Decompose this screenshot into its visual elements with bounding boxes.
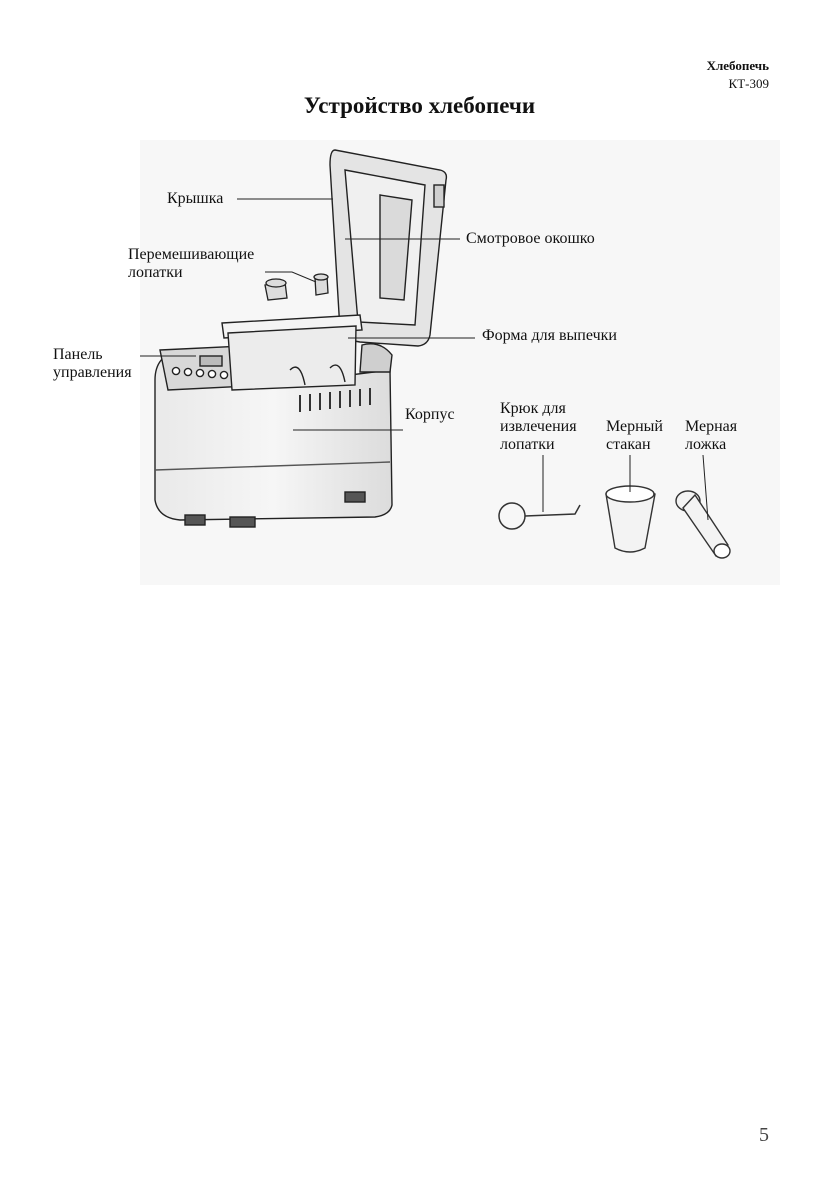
- label-cup-line1: Мерный: [606, 418, 663, 435]
- label-pan: Форма для выпечки: [482, 327, 617, 344]
- label-hook-line1: Крюк для: [500, 400, 566, 417]
- page-number: 5: [759, 1124, 769, 1147]
- label-lid: Крышка: [167, 190, 223, 207]
- label-body: Корпус: [405, 406, 455, 423]
- label-hook-line3: лопатки: [500, 436, 555, 453]
- bread-maker-diagram: [0, 0, 839, 600]
- label-panel-line1: Панель: [53, 346, 103, 363]
- label-cup-line2: стакан: [606, 436, 651, 453]
- label-spoon-line2: ложка: [685, 436, 726, 453]
- label-spoon-line1: Мерная: [685, 418, 737, 435]
- label-window: Смотровое окошко: [466, 230, 595, 247]
- label-panel-line2: управления: [53, 364, 132, 381]
- label-paddles-line1: Перемешивающие: [128, 246, 254, 263]
- label-hook-line2: извлечения: [500, 418, 577, 435]
- label-paddles-line2: лопатки: [128, 264, 183, 281]
